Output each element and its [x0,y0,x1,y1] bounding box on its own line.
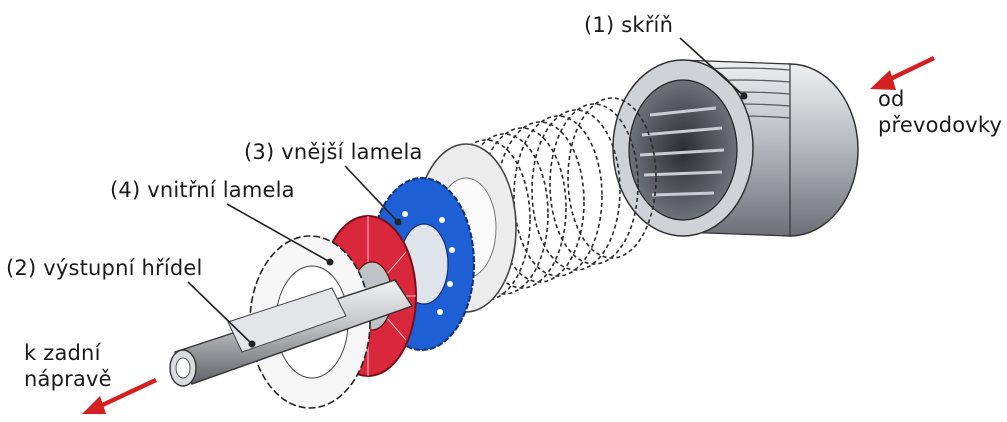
leader-dot-housing [741,93,748,100]
housing [613,60,858,236]
label-from-gearbox-line1: od [878,86,1002,112]
label-outer-plate: (3) vnější lamela [244,140,423,164]
label-output-shaft: (2) výstupní hřídel [6,256,203,280]
label-from-gearbox: od převodovky [878,86,1002,138]
label-to-rear-axle: k zadní nápravě [24,340,112,392]
label-to-rear-axle-line2: nápravě [24,366,112,392]
label-from-gearbox-line2: převodovky [878,112,1002,138]
leader-dot-shaft [249,341,256,348]
leader-dot-inner-plate [327,259,334,266]
label-to-rear-axle-line1: k zadní [24,340,112,366]
label-housing: (1) skříň [584,13,673,37]
label-inner-plate: (4) vnitřní lamela [110,178,295,202]
leader-dot-outer-plate [395,219,402,226]
